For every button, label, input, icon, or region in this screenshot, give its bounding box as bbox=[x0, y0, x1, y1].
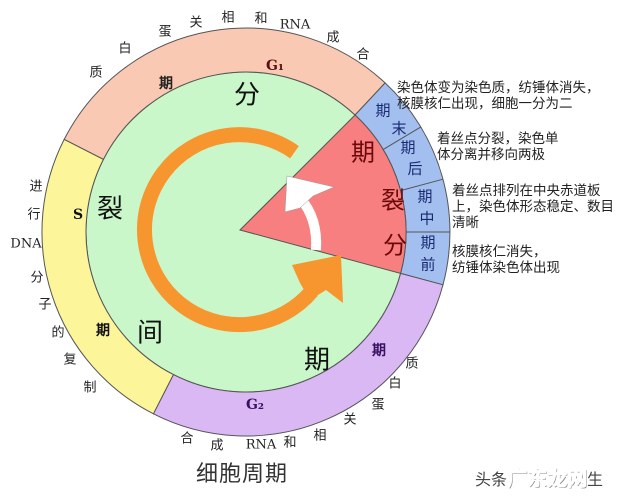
m-phase-anaphase: 期 bbox=[400, 138, 416, 157]
outer-label-g1: 合 bbox=[356, 47, 370, 63]
outer-label-s: 制 bbox=[83, 380, 97, 396]
outer-label-s: 进 bbox=[29, 179, 43, 195]
watermark-prefix: 头条 bbox=[475, 470, 508, 489]
interphase-char: 裂 bbox=[96, 194, 124, 225]
s-label: S bbox=[72, 207, 84, 223]
interphase-char: 间 bbox=[136, 318, 164, 349]
cycle-arrow-head bbox=[292, 255, 343, 303]
note-prophase: 核膜核仁消失， 纺锤体染色体出现 bbox=[452, 244, 560, 276]
m-phase-prophase: 期 bbox=[420, 233, 436, 252]
mitosis-char: 期 bbox=[351, 138, 375, 167]
outer-label-g2: 蛋 bbox=[371, 397, 385, 413]
outer-label-s: 分 bbox=[30, 270, 44, 286]
outer-label-g2: RNA bbox=[245, 437, 277, 453]
mitosis-char: 裂 bbox=[381, 186, 405, 215]
s-suffix: 期 bbox=[96, 323, 110, 339]
outer-label-g2: 质 bbox=[405, 356, 419, 372]
watermark-suffix: 生 bbox=[587, 470, 604, 489]
outer-label-g2: 关 bbox=[343, 412, 357, 428]
outer-label-g1: 质 bbox=[89, 65, 103, 81]
m-phase-prophase: 前 bbox=[420, 255, 436, 274]
interphase-char: 分 bbox=[233, 80, 261, 111]
g2-label: G₂ bbox=[245, 397, 265, 413]
outer-label-s: 行 bbox=[27, 207, 41, 223]
outer-label-g1: 白 bbox=[118, 41, 132, 57]
outer-label-g2: 白 bbox=[388, 376, 402, 392]
outer-label-g1: 和 bbox=[254, 11, 268, 27]
outer-label-g1: RNA bbox=[279, 17, 311, 33]
divider-anaphase-metaphase bbox=[400, 178, 444, 192]
outer-label-g1: 蛋 bbox=[158, 24, 172, 40]
m-phase-telophase: 期 bbox=[375, 101, 391, 120]
outer-label-g1: 相 bbox=[221, 10, 235, 26]
divider-telophase-anaphase bbox=[382, 126, 422, 151]
outer-label-g2: 和 bbox=[283, 435, 297, 451]
note-anaphase: 着丝点分裂，染色单 体分离并移向两极 bbox=[437, 131, 559, 163]
watermark: 头条广东龙网生 bbox=[475, 462, 603, 491]
mitosis-wedge bbox=[239, 114, 407, 275]
mitosis-char: 分 bbox=[383, 231, 407, 260]
diagram-title: 细胞周期 bbox=[196, 462, 289, 487]
outer-label-g2: 合 bbox=[180, 431, 194, 447]
outer-label-g1: 成 bbox=[326, 30, 340, 46]
m-phase-metaphase: 中 bbox=[419, 209, 435, 228]
g1-label: G₁ bbox=[265, 58, 285, 74]
outer-label-s: 子 bbox=[38, 297, 52, 313]
mitosis-arrow-head bbox=[284, 175, 335, 213]
g2-suffix: 期 bbox=[372, 343, 386, 359]
outer-label-g2: 成 bbox=[210, 438, 224, 454]
outer-label-s: DNA bbox=[10, 236, 42, 252]
interphase-char: 期 bbox=[303, 345, 331, 376]
outer-label-g2: 相 bbox=[313, 428, 327, 444]
m-phase-telophase: 末 bbox=[391, 119, 407, 138]
s-segment bbox=[41, 138, 175, 415]
g1-suffix: 期 bbox=[159, 76, 173, 92]
outer-label-g1: 关 bbox=[189, 15, 203, 31]
outer-label-s: 的 bbox=[51, 325, 65, 341]
cycle-arrow bbox=[136, 127, 318, 333]
note-telophase: 染色体变为染色质，纺锤体消失， 核膜核仁出现，细胞一分为二 bbox=[397, 80, 600, 112]
note-metaphase: 着丝点排列在中央赤道板 上，染色体形态稳定、数目 清晰 bbox=[452, 183, 614, 231]
outer-label-s: 复 bbox=[63, 352, 77, 368]
watermark-brand: 广东龙网 bbox=[507, 466, 588, 491]
m-phase-metaphase: 期 bbox=[417, 187, 433, 206]
m-phase-anaphase: 后 bbox=[407, 159, 423, 178]
